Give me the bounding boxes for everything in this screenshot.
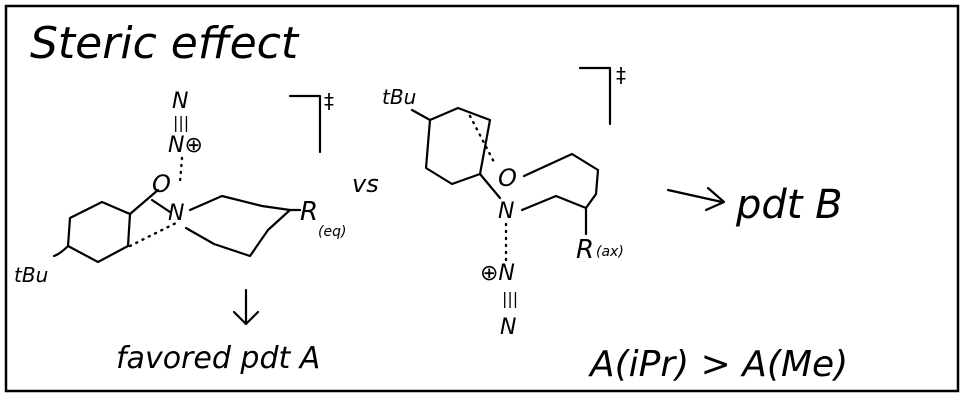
ts1-r-group: R [300, 197, 318, 227]
ts2-bond-c-n [478, 172, 502, 200]
ts2-dotted-bond-top [468, 114, 496, 164]
ts1-tbu: tBu [14, 263, 48, 287]
down-arrow-icon [232, 288, 260, 326]
transition-state-1: N ||| N⊕ O N R (eq) tBu ‡ [14, 89, 346, 326]
ts1-ring-n: N [168, 201, 184, 226]
product-b-label: pdt B [735, 182, 843, 228]
ts2-chair-lower [520, 192, 598, 212]
ts2-triple-bond: ||| [502, 289, 518, 308]
ts2-tbu: tBu [382, 85, 416, 109]
ts1-dotted-bond-n [178, 156, 184, 184]
ts1-chair-bottom [184, 208, 292, 258]
product-a-label: favored pdt A [116, 341, 320, 376]
ts1-dotted-bond-ring [128, 220, 180, 248]
right-arrow-icon [666, 186, 726, 212]
ts1-dagger: ‡ [324, 89, 334, 113]
ts2-bracket [578, 66, 612, 126]
ts2-r-subscript: (ax) [596, 244, 624, 260]
ts2-ring-n: N [498, 199, 514, 224]
ts2-n-bottom: N [500, 315, 516, 340]
ts2-dagger: ‡ [616, 63, 626, 87]
ts1-bond-tbu [52, 244, 70, 258]
ts1-triple-bond: ||| [173, 113, 189, 132]
ts1-chair-top [188, 194, 292, 212]
ts1-n-plus: N⊕ [168, 133, 203, 158]
ts1-bond-c-o [128, 188, 160, 216]
ts1-r-subscript: (eq) [318, 224, 346, 240]
ts2-chair-top [424, 106, 492, 186]
versus-text: vs [352, 170, 379, 198]
ts2-bond-tbu [410, 108, 432, 122]
ts2-chair-upper [522, 152, 600, 196]
ts1-bracket [288, 94, 322, 154]
a-value-comparison: A(iPr) > A(Me) [588, 344, 848, 385]
transition-state-2: tBu O N R (ax) ⊕N ||| N ‡ [382, 63, 626, 340]
ts1-bond-o-n [150, 198, 172, 214]
ts2-r-group: R [576, 235, 594, 265]
ts1-chair-left [66, 200, 132, 264]
title-text: Steric effect [30, 18, 300, 69]
ts2-oxygen: O [498, 164, 517, 192]
ts2-n-plus: ⊕N [480, 261, 515, 286]
ts1-n-top: N [172, 89, 188, 114]
frame-border [4, 4, 960, 393]
